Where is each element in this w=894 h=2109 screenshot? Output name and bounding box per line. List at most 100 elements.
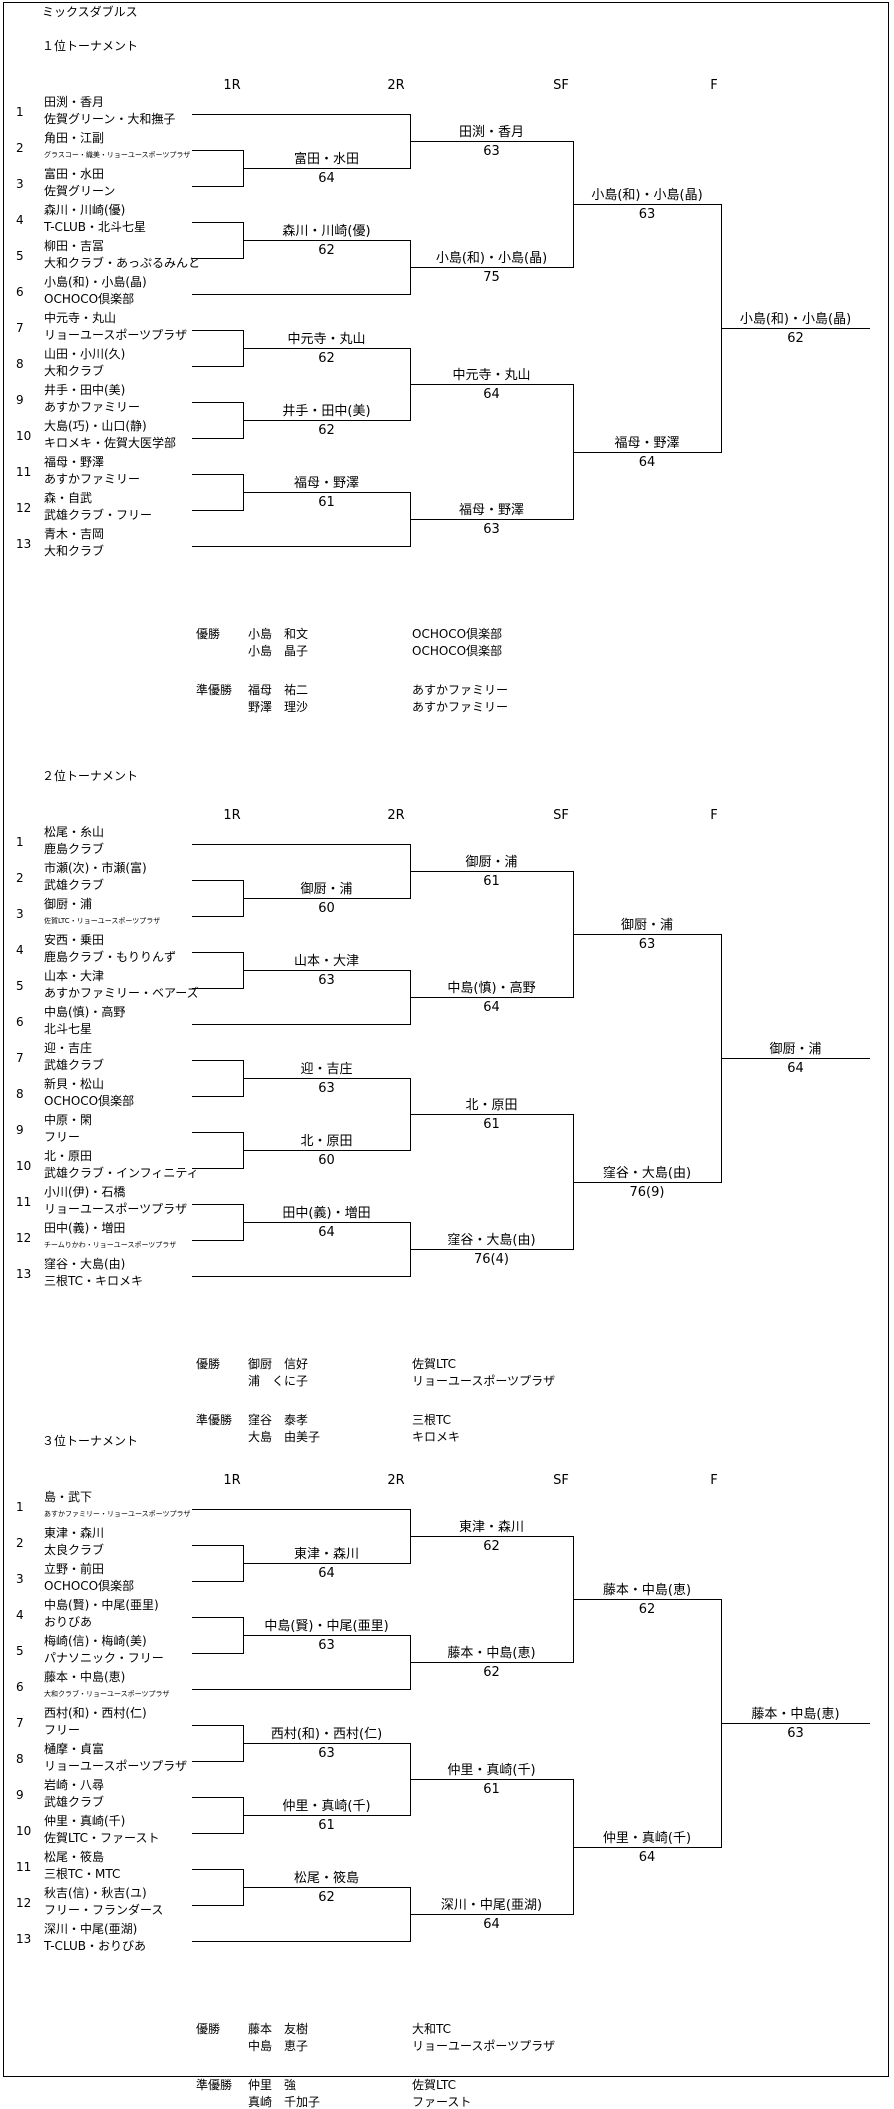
round-label-1r: 1R (223, 78, 241, 93)
match-score: 62 (483, 1539, 500, 1554)
match-score: 60 (318, 901, 335, 916)
entry-number: 4 (16, 213, 24, 227)
player-pair: 角田・江副 (44, 131, 105, 145)
winner-name: 北・原田 (300, 1134, 353, 1149)
player-pair: 森川・川崎(優) (44, 203, 126, 217)
award-player-club: 三根TC (412, 1413, 452, 1427)
player-pair: 山田・小川(久) (44, 347, 126, 361)
player-pair: 小島(和)・小島(晶) (44, 275, 147, 289)
club-name: 武雄クラブ (44, 1058, 105, 1072)
club-name: おりびあ (44, 1615, 93, 1629)
club-name: パナソニック・フリー (44, 1651, 164, 1665)
entry-number: 1 (16, 1500, 24, 1514)
award-player-name: 浦 くに子 (248, 1374, 309, 1388)
player-pair: 田中(義)・増田 (44, 1221, 126, 1235)
club-name: 大和クラブ・リョーユースポーツプラザ (44, 1690, 170, 1698)
player-pair: 福母・野澤 (44, 455, 105, 469)
match-score: 63 (318, 973, 335, 988)
award-player-name: 御厨 信好 (248, 1357, 309, 1371)
award-player-club: 佐賀LTC (412, 1357, 457, 1371)
entry-number: 4 (16, 1608, 24, 1622)
club-name: リョーユースポーツプラザ (44, 1759, 188, 1773)
bracket-line (243, 1150, 410, 1151)
bracket-line (192, 1204, 243, 1205)
player-pair: 松尾・糸山 (44, 825, 105, 839)
award-player-name: 福母 祐二 (248, 683, 309, 697)
section-heading: ２位トーナメント (42, 769, 139, 783)
bracket-line (721, 1722, 870, 1724)
entry-number: 13 (16, 1267, 32, 1281)
entry-number: 12 (16, 1231, 32, 1245)
club-name: リョーユースポーツプラザ (44, 328, 188, 342)
bracket-line (410, 384, 573, 385)
champion-label: 優勝 (196, 2022, 221, 2036)
club-name: 三根TC・キロメキ (44, 1274, 144, 1288)
club-name: フリー・フランダース (44, 1903, 164, 1917)
bracket-line (192, 1276, 410, 1277)
bracket-line (192, 114, 410, 115)
player-pair: 安西・乗田 (44, 933, 105, 947)
winner-name: 東津・森川 (458, 1520, 525, 1535)
match-score: 63 (318, 1746, 335, 1761)
entry-number: 6 (16, 1015, 24, 1029)
winner-name: 窪谷・大島(由) (602, 1165, 692, 1181)
award-player-club: OCHOCO倶楽部 (412, 644, 503, 658)
match-score: 64 (638, 1849, 656, 1865)
bracket-line (243, 240, 410, 241)
match-score: 64 (787, 1060, 804, 1076)
bracket-line (243, 1078, 410, 1079)
winner-name: 御厨・浦 (769, 1041, 822, 1057)
bracket-line (410, 997, 573, 998)
bracket-line (410, 141, 573, 142)
round-label-f: F (710, 78, 718, 93)
bracket-line (243, 1563, 410, 1564)
section-heading: ３位トーナメント (42, 1434, 139, 1448)
player-pair: 東津・森川 (44, 1526, 105, 1540)
champion-label: 優勝 (196, 1357, 221, 1371)
winner-name: 中元寺・丸山 (452, 368, 531, 383)
bracket-line (192, 988, 243, 989)
club-name: グラスコー・織美・リョーユースポーツプラザ (44, 151, 191, 159)
bracket-line (192, 1132, 243, 1133)
bracket-line (243, 168, 410, 169)
player-pair: 富田・水田 (44, 167, 105, 181)
winner-name: 中島(慎)・高野 (447, 981, 536, 996)
match-score: 63 (638, 207, 656, 222)
bracket-line (192, 474, 243, 475)
match-score: 64 (483, 1000, 500, 1015)
bracket-line (192, 1545, 243, 1546)
match-score: 76(9) (629, 1184, 665, 1200)
round-label-2r: 2R (387, 1473, 405, 1488)
club-name: 鹿島クラブ (44, 842, 105, 856)
match-score: 76(4) (474, 1252, 509, 1267)
entry-number: 13 (16, 1932, 32, 1946)
player-pair: 松尾・筱島 (44, 1850, 105, 1864)
club-name: 佐賀グリーン・大和撫子 (44, 112, 176, 126)
award-player-name: 藤本 友樹 (248, 2022, 309, 2036)
entry-number: 8 (16, 357, 24, 371)
runner-up-label: 準優勝 (196, 2078, 233, 2092)
winner-name: 山本・大津 (293, 954, 360, 969)
runner-up-label: 準優勝 (196, 1413, 233, 1427)
player-pair: 仲里・真崎(千) (44, 1814, 126, 1828)
winner-name: 福母・野澤 (293, 476, 360, 491)
winner-name: 松尾・筱島 (293, 1871, 360, 1886)
player-pair: 中元寺・丸山 (44, 311, 117, 325)
match-score: 63 (787, 1725, 804, 1741)
winner-name: 北・原田 (465, 1098, 518, 1113)
bracket-line (243, 1222, 410, 1223)
club-name: T-CLUB・おりびあ (44, 1939, 147, 1953)
player-pair: 井手・田中(美) (44, 383, 126, 397)
entry-number: 7 (16, 1051, 24, 1065)
winner-name: 小島(和)・小島(晶) (739, 311, 852, 327)
player-pair: 森・自武 (44, 491, 93, 505)
award-player-club: リョーユースポーツプラザ (412, 2039, 556, 2053)
bracket-line (192, 186, 243, 187)
bracket-line (192, 952, 243, 953)
club-name: チームりかわ・リョーユースポーツプラザ (44, 1241, 177, 1249)
match-score: 62 (483, 1665, 500, 1680)
bracket-line (192, 1617, 243, 1618)
entry-number: 10 (16, 429, 32, 443)
winner-name: 東津・森川 (293, 1547, 360, 1562)
page-frame (3, 2, 889, 2077)
